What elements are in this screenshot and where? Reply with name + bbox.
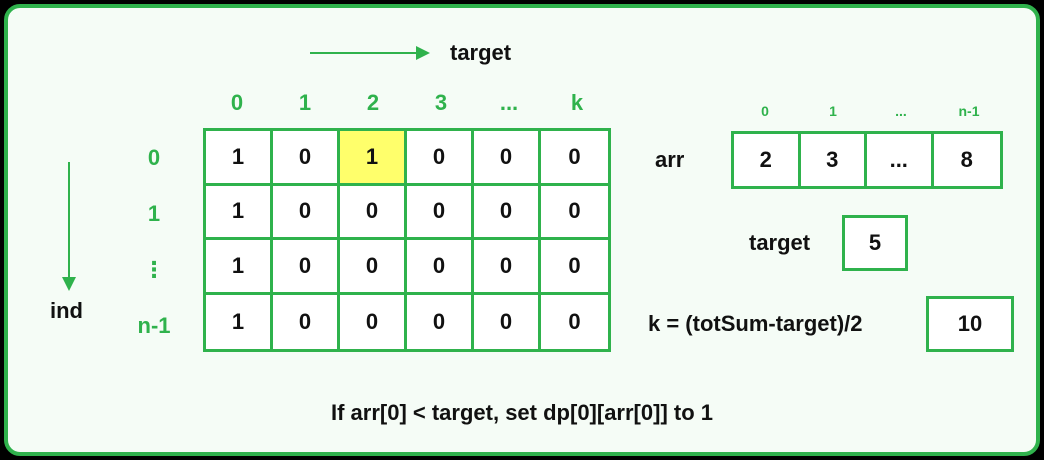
target-axis-label: target: [450, 40, 512, 65]
arr-index-label: 0: [761, 103, 769, 119]
target-value-box: 5: [842, 215, 908, 271]
arr-cell: 3: [801, 134, 867, 186]
dp-cell: 0: [407, 131, 474, 186]
dp-cell: 0: [340, 185, 407, 240]
dp-col-label: 1: [298, 90, 312, 115]
dp-col-label: 2: [366, 90, 380, 115]
dp-cell: 0: [273, 294, 340, 349]
dp-row-label: n-1: [137, 313, 171, 338]
dp-col-label: ...: [499, 90, 519, 115]
ind-axis-label: ind: [50, 298, 83, 323]
ind-arrow-line: [68, 162, 70, 280]
dp-cell: 1: [206, 131, 273, 186]
arr-cell: 2: [734, 134, 801, 186]
arr-index-label: ...: [895, 103, 907, 119]
dp-cell: 0: [273, 185, 340, 240]
caption: If arr[0] < target, set dp[0][arr[0]] to…: [330, 400, 713, 425]
target-label: target: [749, 230, 811, 255]
dp-cell: 1: [206, 185, 273, 240]
dp-row-label: 0: [147, 145, 161, 170]
dp-cell: 0: [474, 294, 541, 349]
dp-row-label: 1: [147, 201, 161, 226]
arr-index-label: 1: [829, 103, 837, 119]
dp-cell: 0: [340, 240, 407, 295]
dp-cell: 0: [541, 240, 608, 295]
dp-cell: 0: [474, 185, 541, 240]
dp-cell: 0: [407, 294, 474, 349]
dp-cell: 0: [541, 131, 608, 186]
dp-cell: 0: [407, 240, 474, 295]
dp-col-label: 0: [230, 90, 244, 115]
dp-cell: 0: [541, 186, 608, 240]
dp-cell: 0: [273, 240, 340, 295]
target-arrow-line: [310, 52, 418, 54]
dp-col-label: k: [570, 90, 584, 115]
target-arrow-head: [416, 46, 430, 60]
dp-cell: 0: [273, 131, 340, 186]
arr-index-label: n-1: [958, 103, 980, 119]
dp-cell: 0: [340, 294, 407, 349]
ind-arrow-head: [62, 277, 76, 291]
dp-col-label: 3: [434, 90, 448, 115]
dp-cell: 1: [206, 240, 273, 295]
k-value-box: 10: [926, 296, 1014, 352]
dp-row-label: ⋮: [143, 257, 165, 282]
dp-cell: 1: [206, 294, 273, 349]
dp-cell: 0: [474, 240, 541, 295]
arr-label: arr: [655, 147, 685, 172]
k-formula-label: k = (totSum-target)/2: [648, 311, 863, 336]
dp-cell: 0: [474, 131, 541, 186]
dp-cell: 0: [568, 308, 581, 334]
arr-cell: 8: [960, 147, 973, 172]
dp-cell: 0: [407, 185, 474, 240]
dp-cell-highlighted: 1: [340, 131, 407, 186]
arr-cell: ...: [867, 134, 934, 186]
